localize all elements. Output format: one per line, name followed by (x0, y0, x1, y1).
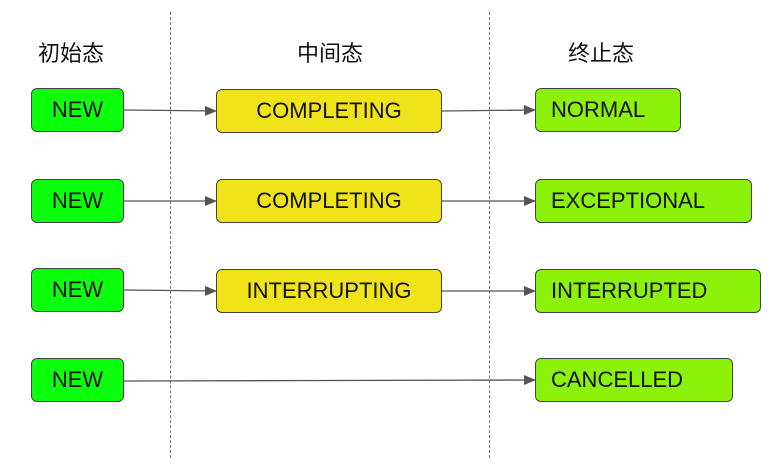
arrow-row1-completing-to-normal (441, 105, 536, 116)
node-row2-intermediate: COMPLETING (216, 179, 442, 223)
header-initial: 初始态 (38, 42, 105, 67)
node-row3-initial: NEW (31, 268, 124, 312)
node-row4-initial: NEW (31, 358, 124, 402)
node-row1-intermediate: COMPLETING (216, 89, 442, 133)
divider-left (170, 12, 171, 458)
node-row2-final: EXCEPTIONAL (535, 179, 752, 223)
arrow-row1-new-to-completing (123, 105, 217, 116)
arrow-row3-new-to-interrupting (123, 285, 217, 296)
node-row2-initial: NEW (31, 179, 124, 223)
header-intermediate: 中间态 (297, 42, 364, 67)
node-row3-final: INTERRUPTED (535, 269, 761, 313)
arrow-row4-new-to-cancelled (123, 375, 536, 386)
node-row1-initial: NEW (31, 88, 124, 132)
node-row1-final: NORMAL (535, 88, 681, 132)
divider-right (489, 12, 490, 458)
node-row4-final: CANCELLED (535, 358, 733, 402)
node-row3-intermediate: INTERRUPTING (216, 269, 442, 313)
header-final: 终止态 (568, 42, 635, 67)
